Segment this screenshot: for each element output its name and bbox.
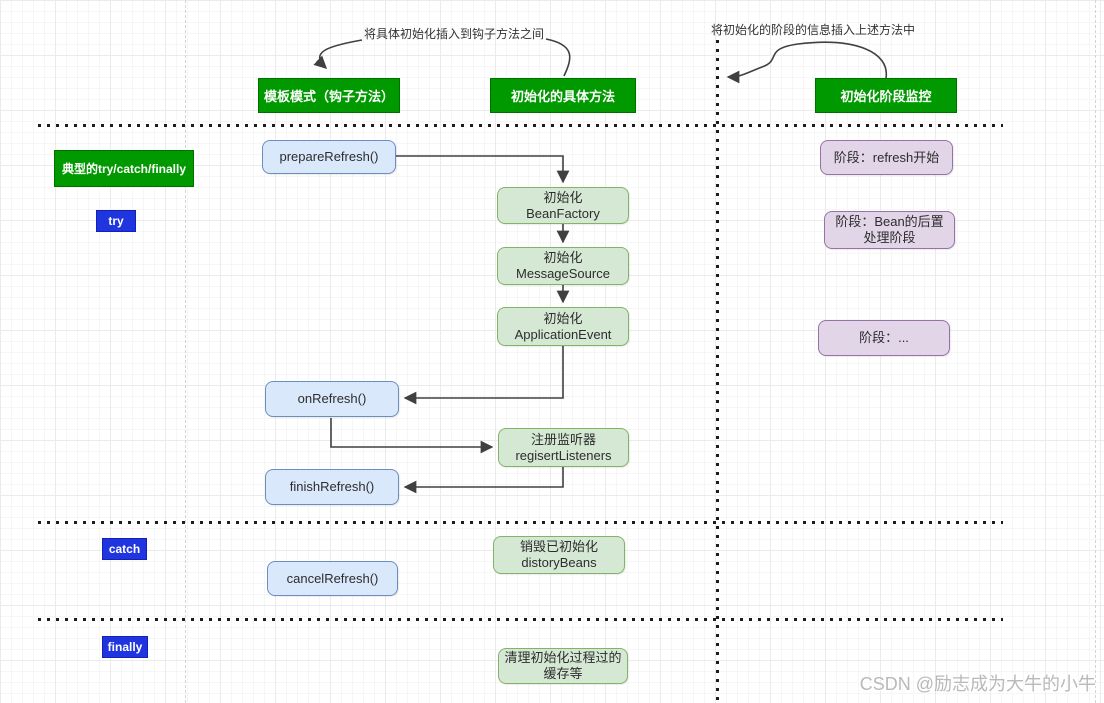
label-finally: finally — [102, 636, 148, 658]
node-line2: 缓存等 — [543, 666, 583, 681]
connector-applicationevent-to-onrefresh — [403, 346, 564, 405]
node-phase-ellipsis: 阶段：... — [818, 320, 950, 356]
connector-prepare-to-beanfactory — [396, 155, 570, 184]
node-line1: 初始化 — [543, 250, 583, 265]
node-phase-bean-post: 阶段：Bean的后置 处理阶段 — [824, 211, 955, 249]
divider-monitor-vertical — [716, 40, 719, 703]
connector-note-to-template-header — [313, 39, 363, 69]
page-boundary-right — [1095, 0, 1096, 703]
header-concrete-init: 初始化的具体方法 — [490, 78, 636, 113]
node-line1: 初始化 — [543, 189, 583, 205]
node-init-applicationevent: 初始化 ApplicationEvent — [497, 307, 629, 346]
node-line2: BeanFactory — [526, 205, 600, 221]
hook-insertion-note: 将具体初始化插入到钩子方法之间 — [363, 27, 544, 41]
node-register-listeners: 注册监听器 regisertListeners — [498, 428, 629, 467]
page-boundary-left — [185, 0, 186, 703]
phase-insertion-note: 将初始化的阶段的信息插入上述方法中 — [711, 23, 916, 37]
divider-catch-section — [38, 521, 1003, 524]
node-line1: 阶段：Bean的后置 — [835, 214, 944, 229]
legend-try-catch-finally: 典型的try/catch/finally — [54, 150, 194, 187]
node-prepare-refresh: prepareRefresh() — [262, 140, 396, 174]
node-init-beanfactory: 初始化 BeanFactory — [497, 187, 629, 224]
node-finish-refresh: finishRefresh() — [265, 469, 399, 505]
node-destroy-beans: 销毁已初始化 distoryBeans — [493, 536, 625, 574]
label-catch: catch — [102, 538, 147, 560]
connector-note-to-concrete-header — [545, 38, 571, 77]
connector-registerlisteners-to-finishrefresh — [403, 467, 564, 494]
divider-finally-section — [38, 618, 1003, 621]
label-try: try — [96, 210, 136, 232]
node-line2: distoryBeans — [521, 555, 597, 570]
node-line2: MessageSource — [516, 266, 610, 281]
header-phase-monitor: 初始化阶段监控 — [815, 78, 957, 113]
node-phase-refresh-start: 阶段：refresh开始 — [820, 140, 953, 175]
connector-monitor-to-dotted-line — [726, 41, 887, 84]
node-cancel-refresh: cancelRefresh() — [267, 561, 398, 596]
csdn-watermark: CSDN @励志成为大牛的小牛 — [859, 674, 1096, 694]
node-line1: 初始化 — [543, 310, 583, 326]
node-line1: 销毁已初始化 — [519, 539, 598, 554]
node-line2: 处理阶段 — [863, 230, 916, 245]
node-line1: 清理初始化过程过的 — [504, 650, 622, 665]
divider-try-section — [38, 124, 1003, 127]
header-template-pattern: 模板模式（钩子方法） — [258, 78, 400, 113]
node-line2: regisertListeners — [515, 447, 612, 463]
node-init-messagesource: 初始化 MessageSource — [497, 247, 629, 285]
connector-onrefresh-to-registerlisteners — [330, 418, 494, 454]
node-line1: 注册监听器 — [530, 431, 596, 447]
node-line2: ApplicationEvent — [514, 326, 612, 342]
node-on-refresh: onRefresh() — [265, 381, 399, 417]
node-clear-cache: 清理初始化过程过的 缓存等 — [498, 648, 628, 684]
